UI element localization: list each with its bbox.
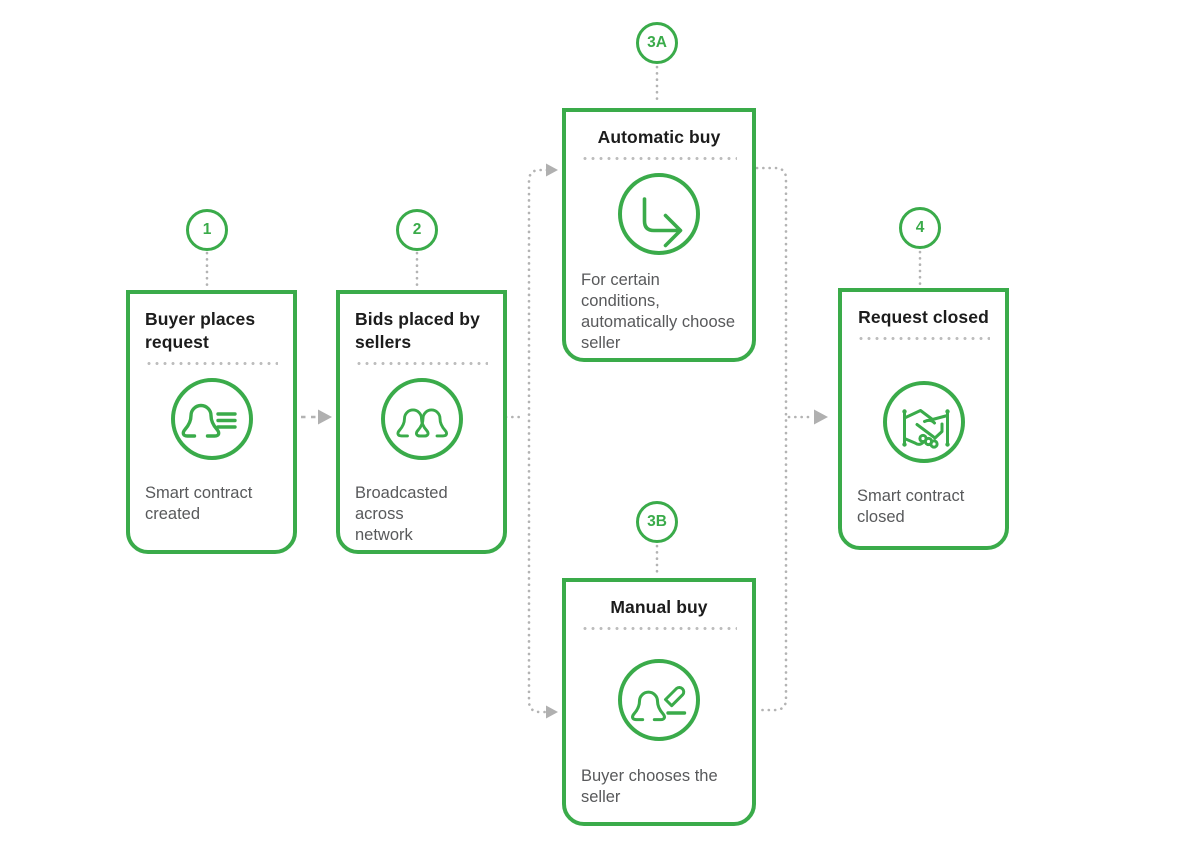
card-description: Buyer chooses the seller [581, 767, 718, 806]
step-badge-3a: 3A [636, 22, 678, 64]
card-title: Automatic buy [597, 127, 721, 147]
badge-label: 4 [915, 219, 925, 236]
badge-label: 3B [647, 513, 667, 530]
arrowhead-into-step3b [546, 705, 558, 719]
title-separator [145, 362, 278, 365]
step-badge-1: 1 [186, 209, 228, 251]
card-description: Smart contract created [145, 484, 253, 523]
title-separator [355, 362, 488, 365]
title-separator [857, 337, 990, 340]
branch-right-vertical [755, 166, 788, 712]
step-card-buyer-places-request: Buyer places request Smart contract crea… [126, 290, 297, 554]
badge-label: 2 [412, 221, 422, 238]
title-separator [581, 157, 737, 160]
card-title: Buyer places request [145, 309, 256, 352]
people-icon [380, 378, 463, 460]
badge-label: 3A [647, 34, 667, 51]
card-title: Manual buy [610, 597, 708, 617]
person-list-icon [170, 378, 253, 460]
card-description: Broadcasted across network [355, 484, 448, 544]
arrowhead-into-step2 [318, 409, 332, 425]
step-card-automatic-buy: Automatic buy For certain conditions, au… [562, 108, 756, 362]
arrowhead-into-step3a [546, 163, 558, 177]
person-edit-icon [618, 659, 700, 741]
branch-left-vertical [527, 168, 549, 714]
title-separator [581, 627, 737, 630]
step-badge-4: 4 [899, 207, 941, 249]
card-description: Smart contract closed [857, 487, 965, 526]
card-title: Bids placed by sellers [355, 309, 480, 352]
handshake-icon [882, 381, 965, 463]
arrowhead-into-step4 [814, 409, 828, 425]
step-badge-3b: 3B [636, 501, 678, 543]
step-card-bids-placed-by-sellers: Bids placed by sellers Broadcasted acros… [336, 290, 507, 554]
turn-right-arrow-icon [618, 173, 700, 255]
card-title: Request closed [858, 307, 989, 327]
badge-label: 1 [202, 221, 212, 238]
step-badge-2: 2 [396, 209, 438, 251]
card-description: For certain conditions, automatically ch… [581, 271, 736, 352]
step-card-manual-buy: Manual buy Buyer chooses the seller [562, 578, 756, 826]
step-card-request-closed: Request closed [838, 288, 1009, 550]
